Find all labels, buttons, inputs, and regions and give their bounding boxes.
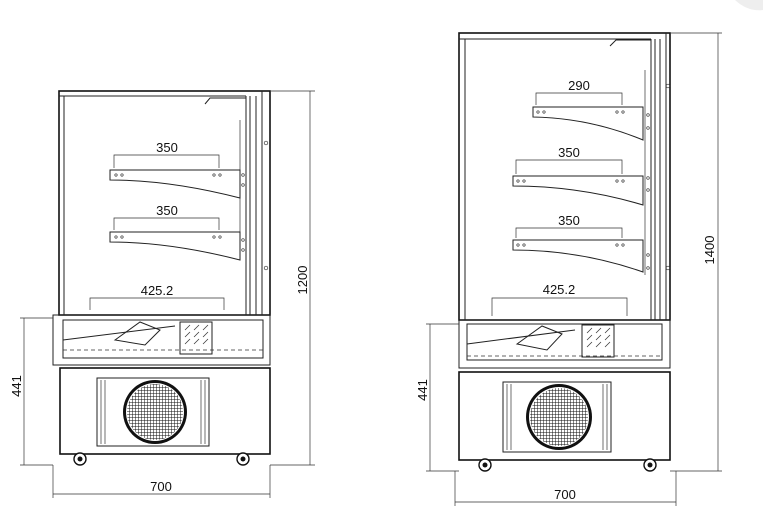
right-fan-icon — [526, 384, 592, 450]
right-shelf-2-width: 350 — [558, 145, 580, 160]
right-total-height: 1400 — [702, 236, 717, 265]
left-base-height: 441 — [9, 375, 24, 397]
left-shelf-2-width: 350 — [156, 203, 178, 218]
left-well — [52, 314, 271, 366]
left-shelf-2: 350 — [109, 203, 241, 261]
right-well — [458, 319, 671, 369]
right-shelf-2: 350 — [512, 145, 644, 206]
left-shelf-1: 350 — [109, 140, 241, 199]
left-shelf-1-width: 350 — [156, 140, 178, 155]
left-condenser-coil — [100, 380, 206, 444]
left-caster-wheels — [73, 452, 250, 466]
left-base-unit — [53, 364, 271, 466]
left-base-shelf: 425.2 — [89, 283, 225, 310]
right-base-height: 441 — [415, 379, 430, 401]
right-shelf-3-width: 350 — [558, 213, 580, 228]
right-base-unit — [458, 367, 671, 472]
right-shelf-3: 350 — [512, 213, 644, 273]
right-base-shelf-width: 425.2 — [543, 282, 576, 297]
right-width: 700 — [554, 487, 576, 502]
left-base-shelf-width: 425.2 — [141, 283, 174, 298]
corner-shade — [735, 0, 763, 11]
right-shelf-1: 290 — [532, 78, 644, 141]
right-condenser-coil — [506, 384, 608, 450]
right-dimensions: 1400 441 700 — [415, 32, 722, 506]
right-unit: 290 350 350 425.2 — [415, 32, 722, 506]
left-dimensions: 1200 441 700 — [9, 90, 315, 498]
left-total-height: 1200 — [295, 266, 310, 295]
right-shelf-1-width: 290 — [568, 78, 590, 93]
right-base-shelf: 425.2 — [491, 282, 628, 316]
left-fan-icon — [123, 380, 187, 444]
left-unit: 350 350 425.2 — [9, 90, 315, 498]
right-caster-wheels — [478, 458, 657, 472]
left-width: 700 — [150, 479, 172, 494]
